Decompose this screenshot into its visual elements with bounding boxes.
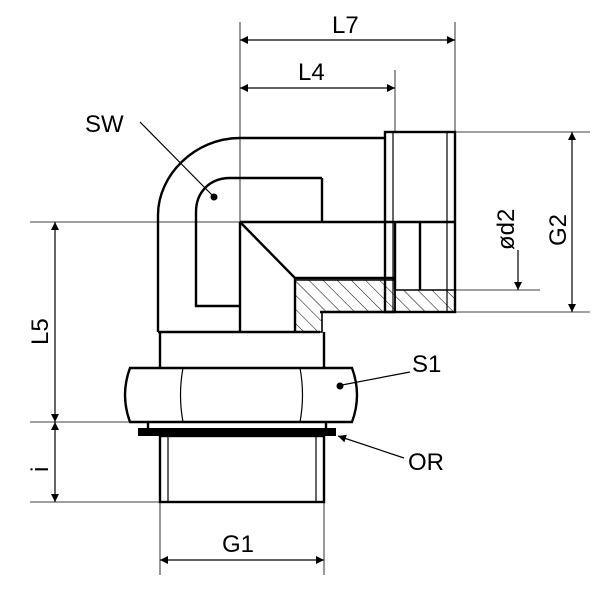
g1-thread-end: [158, 434, 326, 504]
dimension-i: i: [27, 422, 59, 502]
leader-or: OR: [337, 434, 444, 476]
leader-s1: S1: [336, 351, 441, 390]
dimension-g1: G1: [160, 531, 324, 564]
hex-nut: [123, 332, 359, 424]
hatched-section: [294, 279, 396, 333]
label-g2: G2: [545, 214, 572, 246]
o-ring: [138, 422, 336, 436]
label-sw: SW: [85, 111, 124, 138]
label-l7: L7: [332, 12, 359, 39]
g2-hatched-section: [394, 289, 456, 313]
g2-thread-end: [383, 130, 457, 314]
dimension-l4: L4: [240, 59, 395, 92]
elbow-body: [156, 136, 396, 334]
dimension-g2: G2: [545, 132, 576, 312]
dimension-l5: L5: [27, 222, 59, 422]
dimension-l7: L7: [240, 12, 455, 44]
label-s1: S1: [412, 351, 441, 378]
leader-sw: SW: [85, 111, 218, 201]
label-d2: ød2: [493, 209, 520, 250]
label-l5: L5: [27, 318, 54, 345]
label-i: i: [27, 467, 54, 472]
label-g1: G1: [222, 531, 254, 558]
extension-lines: [30, 22, 590, 575]
label-l4: L4: [298, 59, 325, 86]
dimension-d2: ød2: [493, 209, 522, 290]
label-or: OR: [408, 449, 444, 476]
